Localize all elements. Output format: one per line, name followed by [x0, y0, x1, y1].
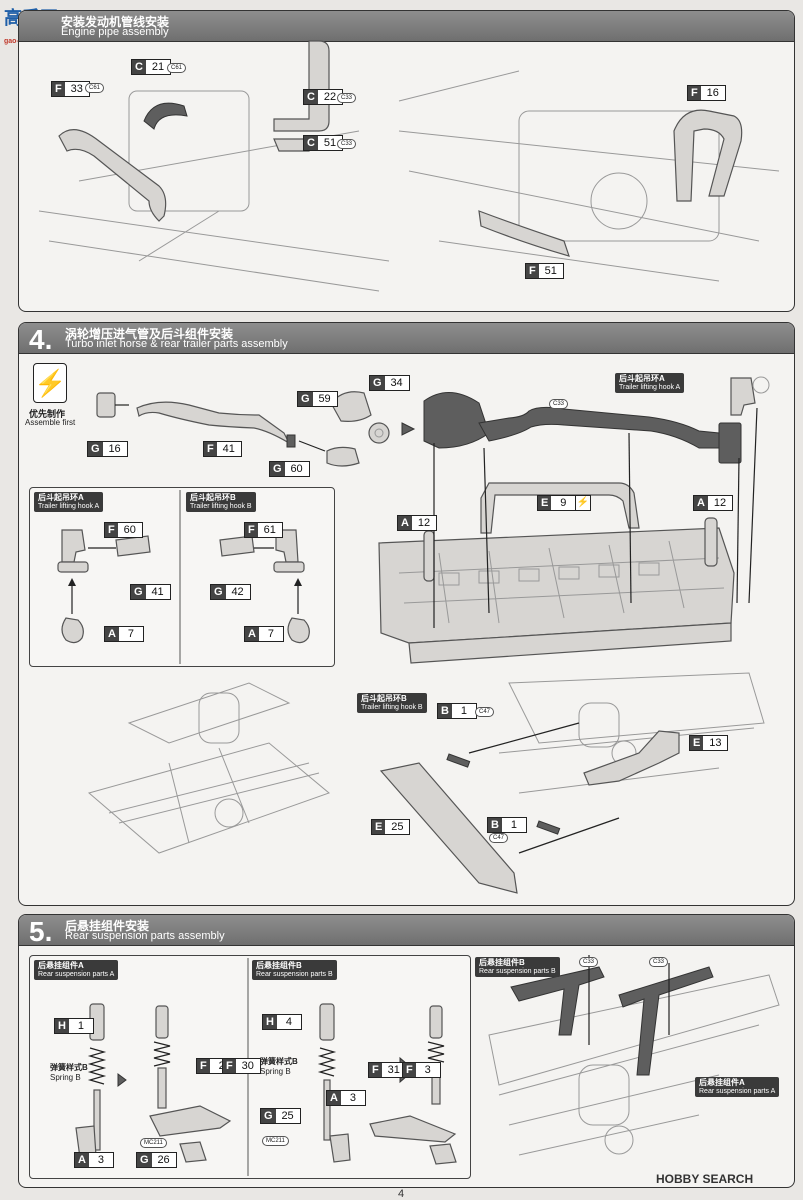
- lightning-icon: ⚡: [33, 363, 67, 403]
- engine-pipe-illustration: [38, 40, 780, 292]
- rear-suspension-install-illustration: [488, 955, 780, 1156]
- section-title-en: Turbo inlet horse & rear trailer parts a…: [65, 338, 288, 350]
- hobby-search-text: HOBBY SEARCH: [656, 1172, 754, 1186]
- section-title-en: Engine pipe assembly: [61, 26, 169, 38]
- code-tag-c33-a: C33: [579, 957, 599, 967]
- section-title-cn: 后悬挂组件安装: [65, 919, 150, 933]
- section-number: 5.: [29, 916, 53, 947]
- code-tag-c47: C47: [475, 707, 495, 717]
- hobby-search-watermark: HOBBY SEARCH: [656, 1172, 753, 1186]
- code-tag-c61b: C61: [167, 63, 187, 73]
- page-number: 4: [398, 1188, 405, 1200]
- code-tag-c33-b: C33: [649, 957, 669, 967]
- assemble-first-cn: 优先制作: [29, 409, 66, 419]
- hook-illustration: [57, 490, 310, 664]
- code-tag-c61: C61: [85, 83, 105, 93]
- code-tag-c33: C33: [337, 93, 357, 103]
- code-tag-c47b: C47: [489, 833, 509, 843]
- code-tag-c33: C33: [549, 399, 569, 409]
- section-title-en: Rear suspension parts assembly: [65, 930, 225, 942]
- section-title-cn: 安装发动机管线安装: [61, 15, 170, 29]
- section-header: 安装发动机管线安装 Engine pipe assembly: [19, 11, 794, 42]
- section-title-cn: 涡轮增压进气管及后斗组件安装: [65, 327, 234, 341]
- section-header: 4. 涡轮增压进气管及后斗组件安装 Turbo inlet horse & re…: [19, 323, 794, 355]
- turbo-trailer-illustration: [87, 376, 770, 894]
- section-header: 5. 后悬挂组件安装 Rear suspension parts assembl…: [19, 915, 794, 947]
- lightning-icon-small: ⚡: [575, 495, 591, 511]
- code-tag-c33b: C33: [337, 139, 357, 149]
- section-turbo-trailer: 4. 涡轮增压进气管及后斗组件安装 Turbo inlet horse & re…: [18, 322, 795, 906]
- section-number: 4.: [29, 324, 53, 355]
- code-tag-mc211-left: MC211: [140, 1138, 167, 1148]
- assemble-first-en: Assemble first: [25, 418, 76, 427]
- code-tag-mc211-right: MC211: [262, 1136, 289, 1146]
- section-rear-suspension: 5. 后悬挂组件安装 Rear suspension parts assembl…: [18, 914, 795, 1188]
